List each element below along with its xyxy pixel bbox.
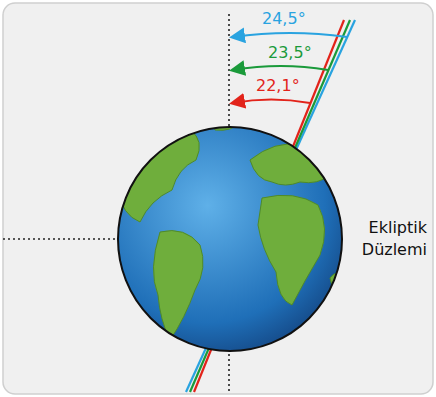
panel	[3, 3, 433, 394]
angle-label: 23,5°	[268, 43, 312, 62]
angle-arc	[233, 33, 347, 37]
angle-label: 22,1°	[256, 76, 300, 95]
plane-label: Ekliptik Düzlemi	[345, 217, 427, 261]
angle-arc	[233, 100, 310, 104]
angle-label: 24,5°	[262, 9, 306, 28]
earth	[118, 116, 345, 351]
angle-arc	[233, 66, 328, 70]
